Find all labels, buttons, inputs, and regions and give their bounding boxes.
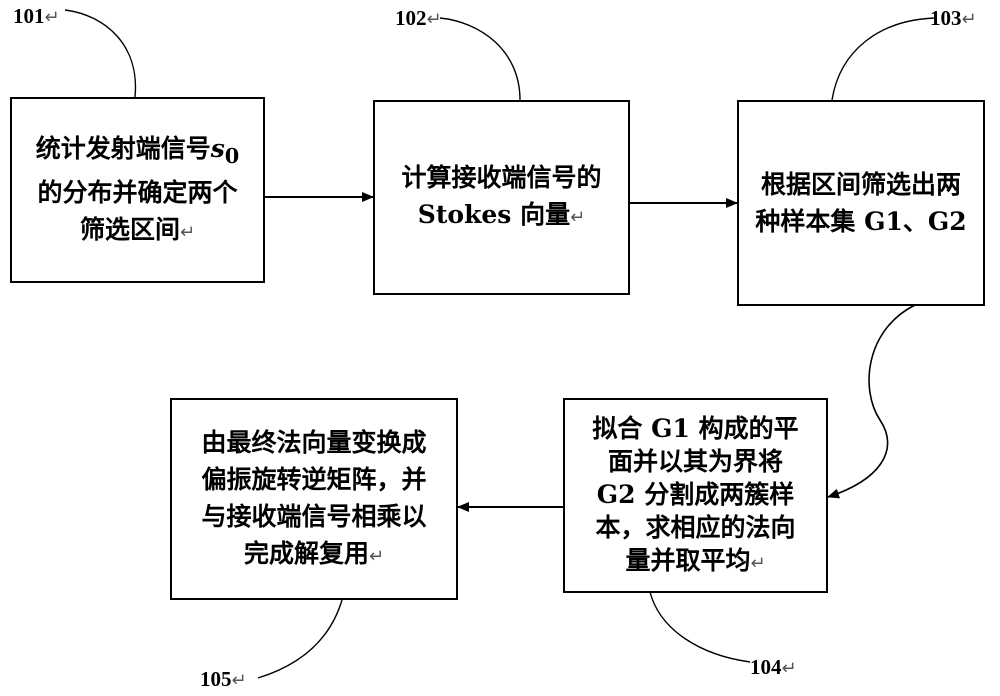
return-mark: ↵ <box>961 9 977 30</box>
step-box-text: 根据区间筛选出两 种样本集 G1、G2 <box>755 166 966 240</box>
text-line-content: 量并取平均 <box>625 545 751 575</box>
text-line: 种样本集 G1、G2 <box>755 207 967 236</box>
leader-104 <box>649 591 751 663</box>
step-label-104: 104↵ <box>750 655 797 681</box>
text-line-content: 统计发射端信号 <box>35 133 211 163</box>
step-label-103: 103↵ <box>930 6 977 32</box>
text-line: 完成解复用↵ <box>201 535 426 575</box>
step-number: 102 <box>395 6 427 30</box>
text-line-content: Stokes 向量 <box>417 200 571 229</box>
leader-103 <box>831 17 936 101</box>
text-line: 的分布并确定两个 <box>37 177 238 207</box>
text-line: 统计发射端信号s0 <box>36 130 240 174</box>
text-line: Stokes 向量↵ <box>401 196 601 236</box>
text-line-content: 完成解复用 <box>243 538 369 568</box>
text-line-content: 筛选区间 <box>79 214 180 244</box>
return-mark: ↵ <box>426 9 442 30</box>
text-line: 与接收端信号相乘以 <box>201 501 427 531</box>
step-box-104: 拟合 G1 构成的平 面并以其为界将 G2 分割成两簇样 本，求相应的法向 量并… <box>563 398 828 593</box>
leader-101 <box>64 9 137 98</box>
return-mark: ↵ <box>570 207 586 228</box>
step-box-text: 由最终法向量变换成 偏振旋转逆矩阵，并 与接收端信号相乘以 完成解复用↵ <box>201 424 426 575</box>
step-box-102: 计算接收端信号的 Stokes 向量↵ <box>373 100 630 295</box>
step-box-text: 拟合 G1 构成的平 面并以其为界将 G2 分割成两簇样 本，求相应的法向 量并… <box>592 412 798 580</box>
leader-105 <box>257 599 343 679</box>
step-number: 101 <box>13 4 45 28</box>
return-mark: ↵ <box>368 545 385 567</box>
text-line: 拟合 G1 构成的平 <box>592 413 799 443</box>
step-number: 105 <box>200 667 232 691</box>
text-line: 偏振旋转逆矩阵，并 <box>201 464 427 494</box>
text-line: 本，求相应的法向 <box>595 512 796 542</box>
signal-symbol: s <box>210 133 225 163</box>
step-number: 104 <box>750 655 782 679</box>
return-mark: ↵ <box>750 552 766 574</box>
text-line: 面并以其为界将 <box>607 446 783 476</box>
step-box-text: 计算接收端信号的 Stokes 向量↵ <box>401 159 601 236</box>
return-mark: ↵ <box>179 221 196 243</box>
text-line: 由最终法向量变换成 <box>201 427 427 457</box>
step-box-103: 根据区间筛选出两 种样本集 G1、G2 <box>737 100 985 306</box>
text-line: 计算接收端信号的 <box>401 163 602 192</box>
text-line: 根据区间筛选出两 <box>760 170 961 199</box>
return-mark: ↵ <box>781 658 797 679</box>
text-line: G2 分割成两簇样 <box>596 479 795 509</box>
return-mark: ↵ <box>44 7 60 28</box>
step-label-105: 105↵ <box>200 667 247 693</box>
step-box-text: 统计发射端信号s0 的分布并确定两个 筛选区间↵ <box>36 130 240 251</box>
step-label-101: 101↵ <box>13 4 60 30</box>
text-line: 筛选区间↵ <box>36 211 240 251</box>
arrow-103-to-104 <box>827 304 916 499</box>
return-mark: ↵ <box>231 670 247 691</box>
step-box-105: 由最终法向量变换成 偏振旋转逆矩阵，并 与接收端信号相乘以 完成解复用↵ <box>170 398 458 600</box>
step-box-101: 统计发射端信号s0 的分布并确定两个 筛选区间↵ <box>10 97 265 283</box>
leader-102 <box>439 17 521 101</box>
step-number: 103 <box>930 6 962 30</box>
step-label-102: 102↵ <box>395 6 442 32</box>
text-line: 量并取平均↵ <box>592 544 798 580</box>
signal-subscript: 0 <box>224 142 240 168</box>
